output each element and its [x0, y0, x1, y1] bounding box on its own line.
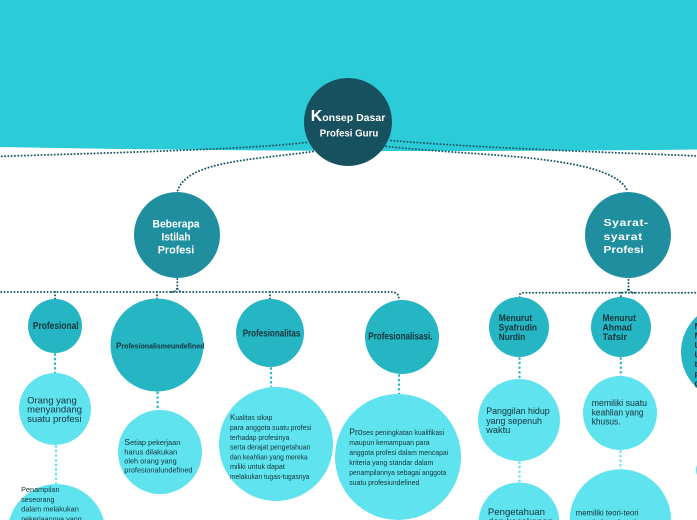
- svg-text:dan keahlian yang mereka: dan keahlian yang mereka: [230, 452, 308, 461]
- svg-text:Profesionalisasi.: Profesionalisasi.: [368, 331, 433, 342]
- svg-text:terhadap profesinya: terhadap profesinya: [230, 433, 289, 442]
- svg-text:kriteria yang standar dalam: kriteria yang standar dalam: [349, 458, 433, 467]
- svg-text:guru: guru: [695, 378, 697, 388]
- svg-text:serta derajat pengetahuan: serta derajat pengetahuan: [230, 443, 310, 452]
- svg-text:Profesionalitas: Profesionalitas: [243, 329, 301, 340]
- svg-text:Konsep Dasar: Konsep Dasar: [311, 108, 386, 125]
- svg-text:keahlian yang: keahlian yang: [592, 408, 644, 418]
- svg-text:Orang yang: Orang yang: [27, 395, 77, 406]
- svg-text:Menurut: Menurut: [499, 313, 532, 323]
- svg-text:Setiap pekerjaan: Setiap pekerjaan: [124, 437, 180, 447]
- svg-text:Profesionalismeundefined: Profesionalismeundefined: [116, 340, 204, 350]
- svg-text:yang sepenuh: yang sepenuh: [486, 416, 542, 426]
- svg-text:melakukan tugas-tugasnya: melakukan tugas-tugasnya: [230, 472, 310, 481]
- svg-text:Menurut: Menurut: [695, 321, 697, 331]
- svg-text:Penampilan: Penampilan: [21, 485, 59, 494]
- svg-text:waktu: waktu: [485, 425, 510, 435]
- svg-text:Tafsir: Tafsir: [603, 332, 628, 342]
- svg-text:maupun kemampuan para: maupun kemampuan para: [349, 438, 429, 447]
- svg-text:Syafrudin: Syafrudin: [499, 323, 537, 333]
- svg-text:penampilannya sebagai anggota: penampilannya sebagai anggota: [349, 468, 446, 477]
- svg-text:Profesi: Profesi: [158, 245, 195, 257]
- svg-text:pekerjaannya yang: pekerjaannya yang: [21, 515, 81, 520]
- svg-text:Syarat-: Syarat-: [604, 218, 649, 229]
- svg-text:Menurut: Menurut: [603, 313, 636, 323]
- svg-text:anggota profesi dalam mencapai: anggota profesi dalam mencapai: [349, 448, 448, 457]
- svg-text:para anggota suatu profesi: para anggota suatu profesi: [230, 423, 312, 432]
- svg-text:Uzer: Uzer: [695, 340, 697, 350]
- svg-text:dan kecakapan: dan kecakapan: [488, 517, 553, 520]
- svg-text:Moh.: Moh.: [695, 331, 697, 341]
- svg-text:syarat: syarat: [604, 232, 643, 243]
- svg-text:dalam melakukan: dalam melakukan: [21, 505, 79, 514]
- svg-text:memiliki teori-teori: memiliki teori-teori: [576, 509, 639, 518]
- svg-text:Kualitas sikap: Kualitas sikap: [230, 412, 272, 422]
- svg-text:tentang: tentang: [695, 359, 697, 369]
- svg-text:Profesi: Profesi: [604, 245, 644, 256]
- svg-text:Profesional: Profesional: [33, 321, 79, 332]
- svg-text:memiliki suatu: memiliki suatu: [592, 398, 647, 408]
- svg-text:Usman: Usman: [695, 350, 697, 360]
- svg-text:Pengetahuan: Pengetahuan: [488, 507, 545, 518]
- svg-text:suatu profesi: suatu profesi: [27, 414, 81, 425]
- svg-text:oleh orang yang: oleh orang yang: [124, 456, 176, 465]
- svg-text:Proses peningkatan kualifikasi: Proses peningkatan kualifikasi: [349, 427, 444, 437]
- svg-text:khusus.: khusus.: [592, 417, 621, 427]
- svg-text:Istilah: Istilah: [162, 232, 191, 244]
- svg-text:profesionalundefined: profesionalundefined: [124, 465, 192, 474]
- svg-text:harus dilakukan: harus dilakukan: [124, 447, 177, 456]
- svg-text:suatu profesiundefined: suatu profesiundefined: [349, 478, 419, 487]
- svg-text:Beberapa: Beberapa: [153, 219, 201, 231]
- svg-text:profesi: profesi: [695, 369, 697, 379]
- svg-text:menyandang: menyandang: [27, 405, 82, 416]
- svg-text:miliki untuk dapat: miliki untuk dapat: [230, 462, 285, 471]
- svg-text:Ahmad: Ahmad: [603, 323, 633, 333]
- svg-text:Profesi Guru: Profesi Guru: [320, 128, 379, 140]
- svg-text:Panggilan hidup: Panggilan hidup: [486, 406, 550, 416]
- svg-text:seseorang: seseorang: [21, 495, 54, 504]
- svg-text:yang baku sebagai: yang baku sebagai: [576, 518, 636, 520]
- svg-text:Nurdin: Nurdin: [499, 332, 525, 342]
